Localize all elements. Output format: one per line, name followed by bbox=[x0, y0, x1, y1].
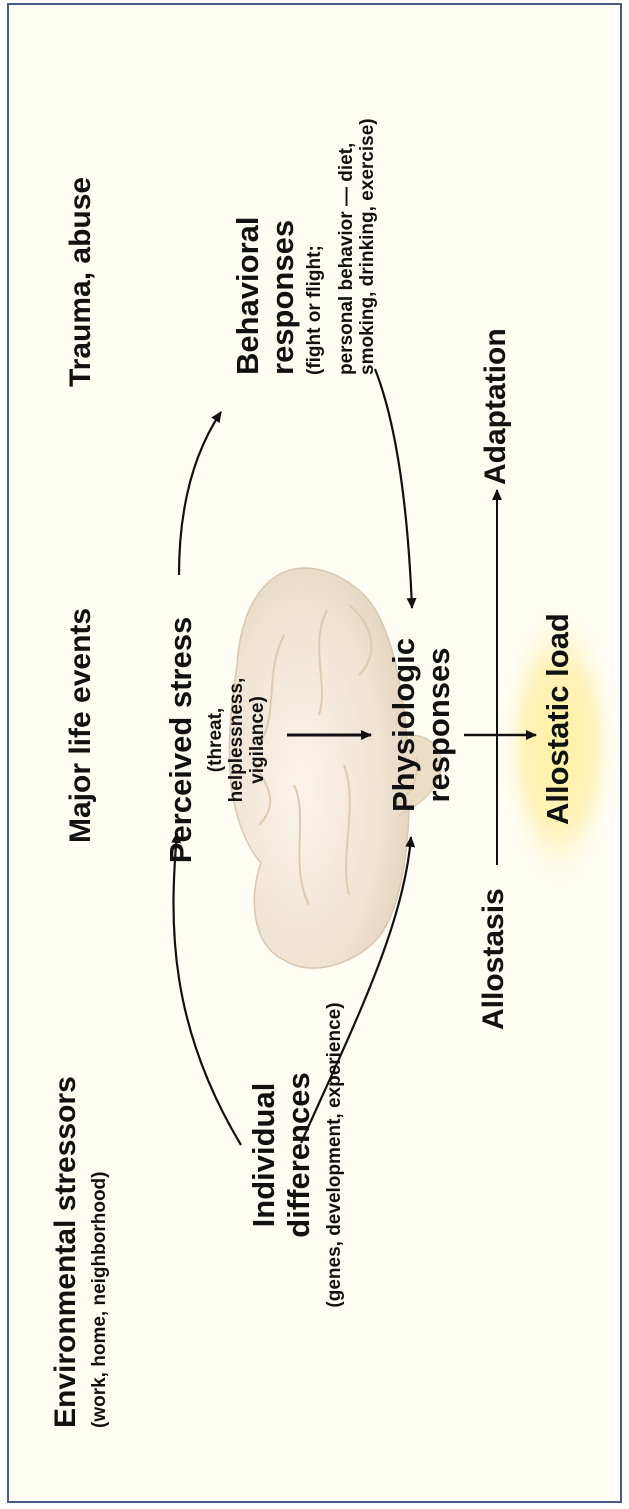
behavioral-responses-line-2: responses bbox=[264, 219, 300, 375]
perceived-stress-title: Perceived stress bbox=[163, 616, 198, 864]
trauma-abuse-label: Trauma, abuse bbox=[64, 176, 97, 387]
behavioral-responses-label: Behavioral responses (fight or flight; p… bbox=[230, 118, 378, 375]
figure-frame: Environmental stressors (work, home, nei… bbox=[7, 3, 622, 1503]
perceived-stress-detail-1: (threat, bbox=[204, 707, 226, 773]
physiologic-responses-line-2: responses bbox=[420, 647, 456, 803]
brain-illustration bbox=[228, 567, 442, 969]
allostatic-load-label: Allostatic load bbox=[540, 613, 575, 825]
behavioral-responses-detail-3: smoking, drinking, exercise) bbox=[356, 118, 378, 375]
behavioral-responses-detail-1: (fight or flight; bbox=[304, 245, 326, 375]
physiologic-responses-label: Physiologic responses bbox=[386, 605, 456, 845]
individual-differences-line-1: Individual bbox=[246, 1082, 281, 1228]
arrow-behavioral-to-physiologic bbox=[373, 368, 417, 609]
allostatic-load-glow bbox=[501, 605, 617, 885]
diagram-stage: Environmental stressors (work, home, nei… bbox=[9, 5, 624, 1505]
individual-differences-label: Individual differences (genes, developme… bbox=[246, 955, 346, 1355]
adaptation-label: Adaptation bbox=[479, 328, 512, 485]
environmental-stressors-title: Environmental stressors bbox=[49, 1076, 82, 1428]
individual-differences-line-2: differences bbox=[280, 1072, 316, 1238]
environmental-stressors-label: Environmental stressors (work, home, nei… bbox=[49, 1076, 110, 1428]
arrow-individual-to-physiologic bbox=[299, 836, 416, 1144]
perceived-stress-detail-3: vigilance) bbox=[247, 696, 269, 784]
environmental-stressors-detail: (work, home, neighborhood) bbox=[88, 1171, 110, 1428]
behavioral-responses-line-1: Behavioral bbox=[230, 216, 265, 375]
arrow-perceived-to-behavioral bbox=[177, 411, 222, 576]
physiologic-responses-line-1: Physiologic bbox=[386, 638, 421, 812]
arrow-individual-to-perceived bbox=[171, 832, 242, 1146]
perceived-stress-detail-2: helplessness, bbox=[225, 677, 247, 803]
allostasis-label: Allostasis bbox=[477, 888, 510, 1030]
behavioral-responses-detail-2: personal behavior — diet, bbox=[335, 142, 357, 375]
major-life-events-label: Major life events bbox=[64, 607, 97, 843]
perceived-stress-label: Perceived stress (threat, helplessness, … bbox=[163, 590, 269, 890]
individual-differences-detail: (genes, development, experience) bbox=[324, 1002, 346, 1308]
diagram-graphics bbox=[171, 368, 617, 1146]
